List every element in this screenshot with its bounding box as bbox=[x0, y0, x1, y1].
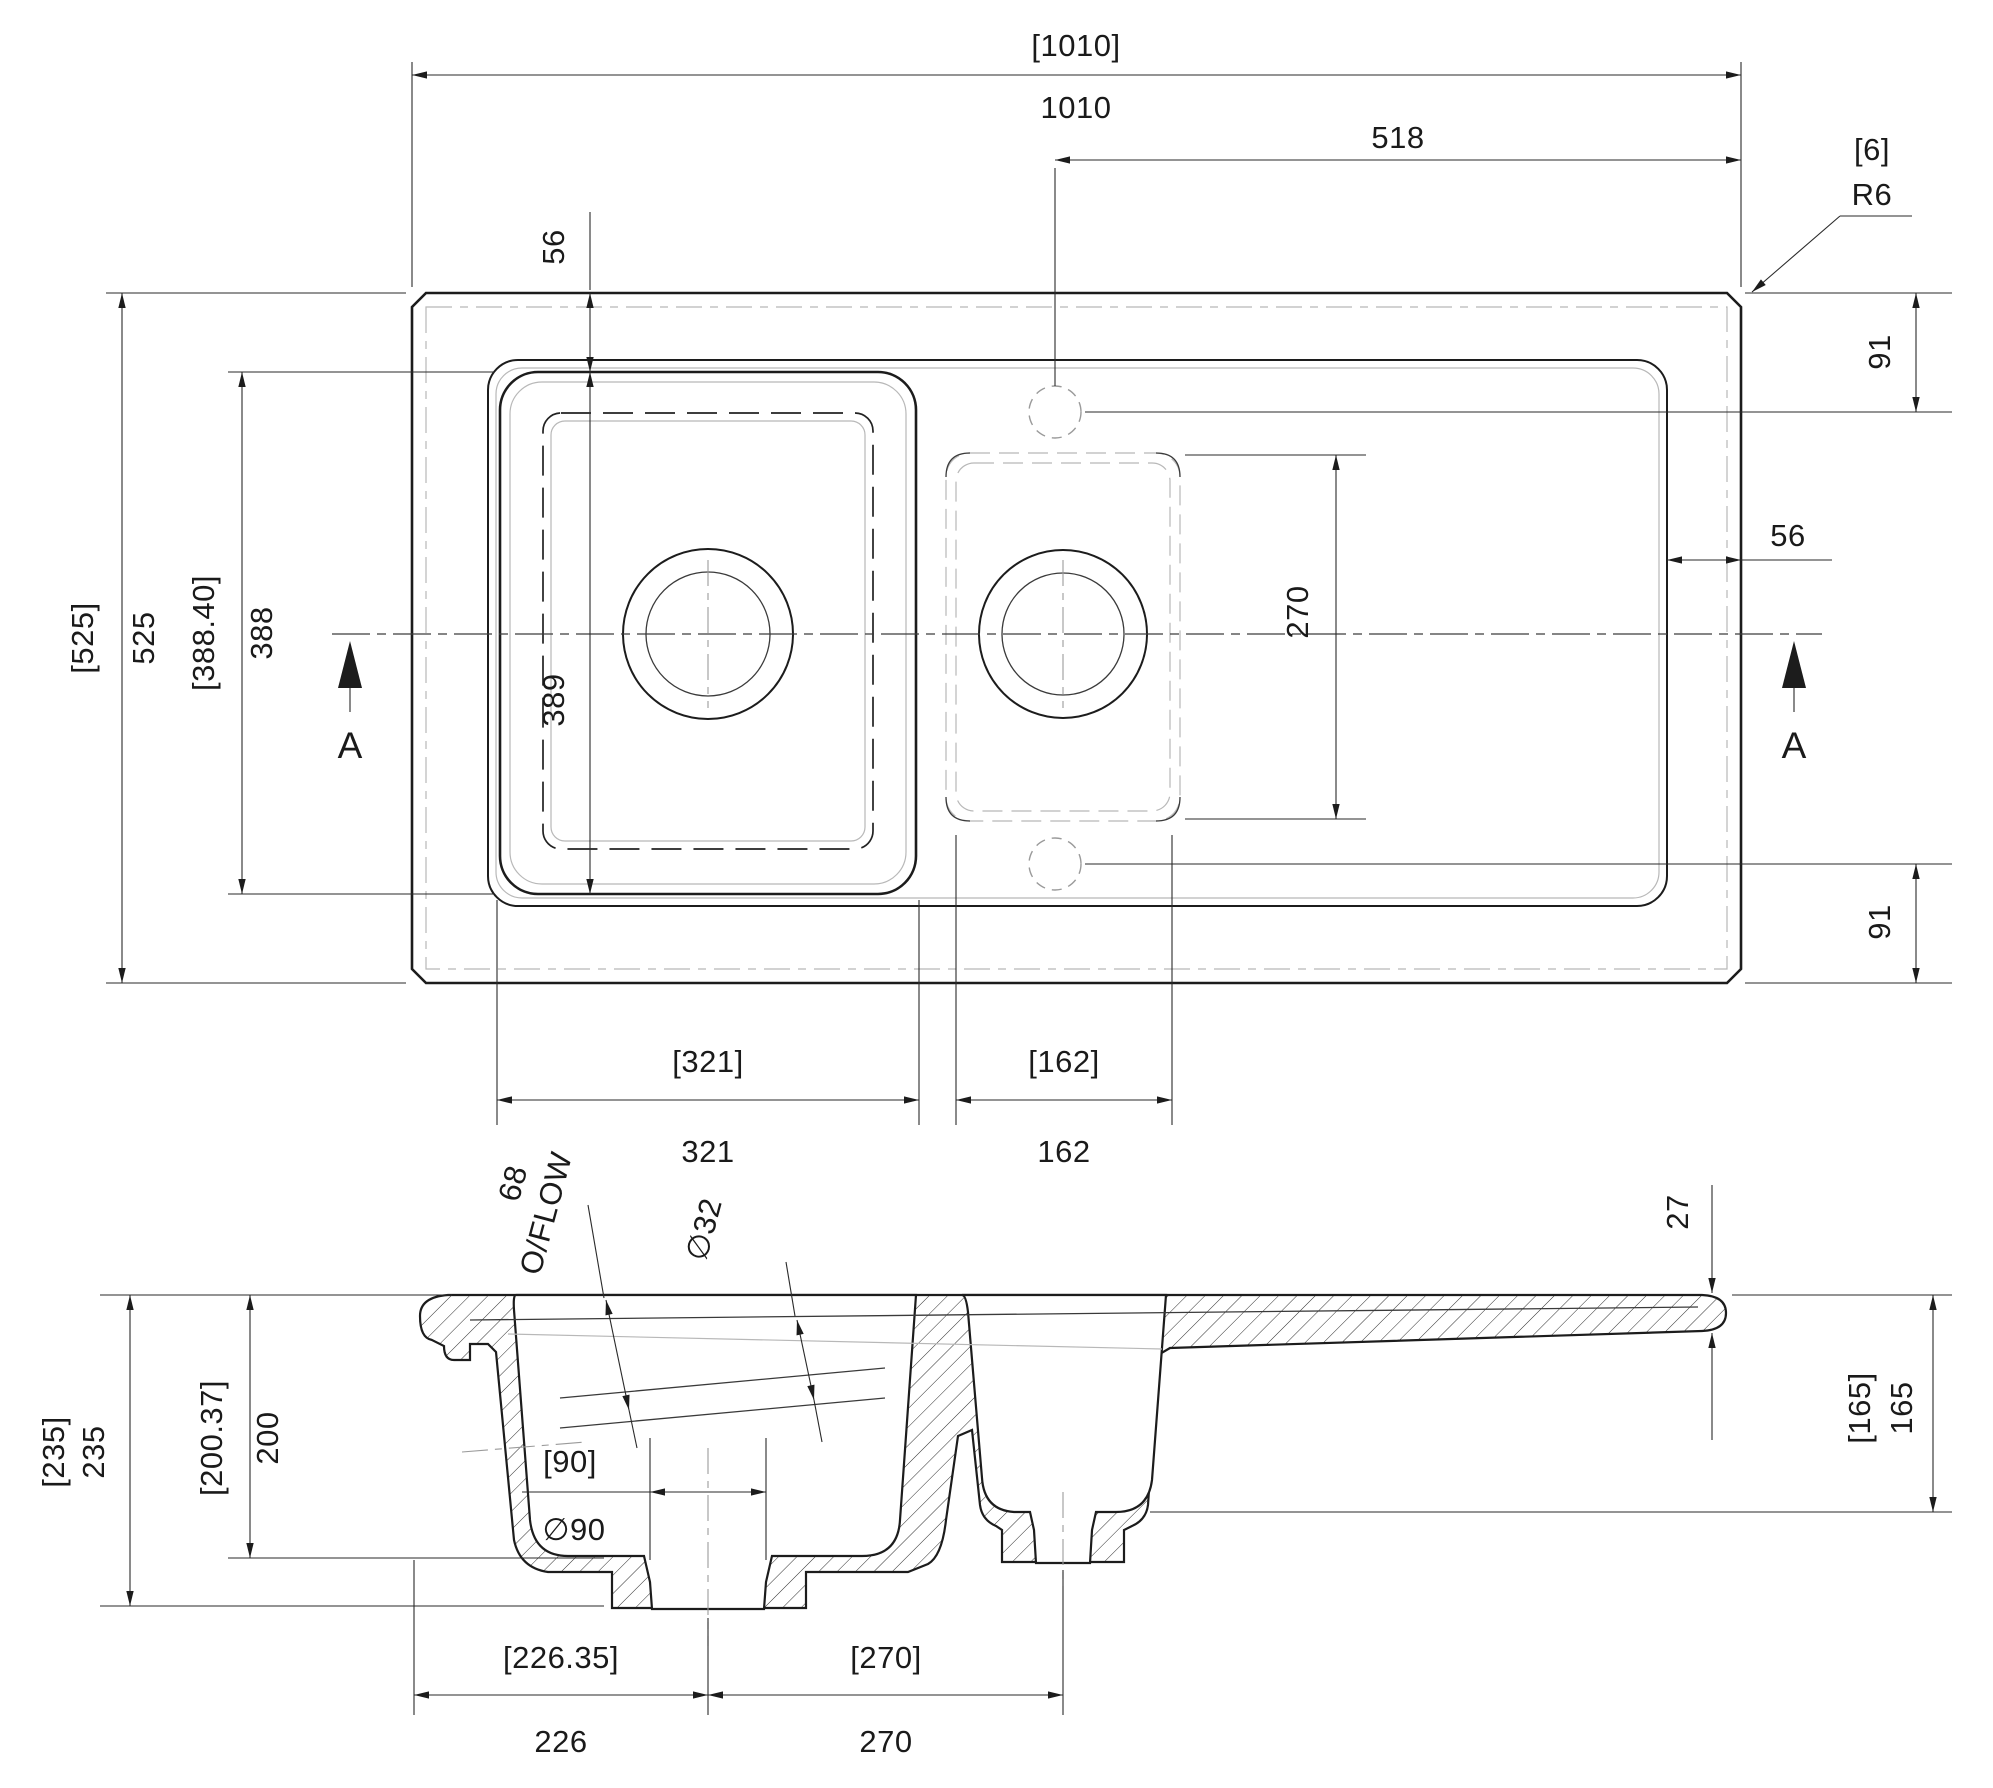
dim-edge-to-tap-top: 91 bbox=[1085, 292, 1952, 413]
dim-overall-depth: [525] 525 bbox=[65, 292, 406, 984]
dim-waste-to-waste-label: 270 bbox=[859, 1724, 912, 1759]
dim-left-to-waste: [226.35] 226 bbox=[413, 1560, 709, 1759]
dim-waste-to-waste-bracket-label: [270] bbox=[850, 1640, 921, 1675]
dim-overall-width-label: 1010 bbox=[1041, 90, 1112, 125]
section-marker-right-label: A bbox=[1782, 725, 1807, 766]
dim-corner-radius: [6] R6 bbox=[1751, 132, 1912, 293]
dim-overall-height: [235] 235 bbox=[36, 1294, 604, 1607]
dim-tap-to-edge: 518 bbox=[1054, 120, 1741, 386]
section-marker-left: A bbox=[338, 641, 363, 766]
dim-rim-top: 56 bbox=[536, 212, 594, 372]
dim-overall-width-bracket-label: [1010] bbox=[1031, 28, 1120, 63]
dim-edge-to-tap-top-label: 91 bbox=[1862, 334, 1897, 369]
dim-bowl-span-bracket-label: [388.40] bbox=[186, 575, 221, 691]
dim-bowl-depth-label: 200 bbox=[250, 1411, 285, 1464]
dim-half-bowl-length-label: 270 bbox=[1280, 585, 1315, 638]
corner-radius-label: R6 bbox=[1852, 177, 1893, 212]
dim-overflow-dia-label: ∅32 bbox=[679, 1194, 729, 1264]
dim-overall-width: [1010] 1010 bbox=[411, 28, 1742, 287]
dim-edge-thickness-label: 27 bbox=[1660, 1194, 1695, 1229]
overflow-slot-bottom bbox=[559, 1397, 886, 1429]
plan-outline bbox=[410, 291, 1743, 985]
dim-bowl-depth-bracket-label: [200.37] bbox=[194, 1380, 229, 1496]
plan-half-bowl bbox=[945, 452, 1181, 822]
dim-half-bowl-width-bracket-label: [162] bbox=[1028, 1044, 1099, 1079]
dim-edge-thickness: 27 bbox=[1660, 1185, 1716, 1440]
tap-hole-bottom bbox=[1028, 837, 1082, 891]
dim-half-bowl-depth-label: 165 bbox=[1884, 1381, 1919, 1434]
dim-overall-depth-label: 525 bbox=[126, 611, 161, 664]
dim-waste-to-waste: [270] 270 bbox=[708, 1570, 1064, 1759]
dim-tap-to-edge-label: 518 bbox=[1371, 120, 1424, 155]
dim-half-bowl-length: 270 bbox=[1185, 454, 1366, 820]
dim-bowl-span: [388.40] 388 bbox=[186, 371, 494, 895]
dim-bowl-width-bracket-label: [321] bbox=[672, 1044, 743, 1079]
dim-half-bowl-depth: [165] 165 bbox=[1150, 1294, 1952, 1513]
dim-overflow-label: 68 bbox=[491, 1162, 534, 1205]
dim-overall-height-label: 235 bbox=[76, 1425, 111, 1478]
dim-bowl-width-label: 321 bbox=[681, 1134, 734, 1169]
section-marker-left-label: A bbox=[338, 725, 363, 766]
dim-rim-right-label: 56 bbox=[1770, 518, 1805, 553]
section-marker-right: A bbox=[1782, 641, 1807, 766]
dim-overall-depth-bracket-label: [525] bbox=[65, 602, 100, 673]
tap-hole-top bbox=[1028, 385, 1082, 439]
dim-half-bowl-width: [162] 162 bbox=[955, 835, 1173, 1169]
dim-edge-to-tap-bottom-label: 91 bbox=[1862, 904, 1897, 939]
plan-view: [1010] 1010 518 [6] R6 91 56 bbox=[65, 28, 1952, 1169]
dim-bowl-width: [321] 321 bbox=[496, 900, 920, 1169]
dim-waste-dia-label: ∅90 bbox=[543, 1512, 606, 1547]
dim-bowl-inner: 389 bbox=[536, 372, 594, 894]
dim-left-to-waste-bracket-label: [226.35] bbox=[503, 1640, 619, 1675]
dim-waste-bracket-label: [90] bbox=[543, 1444, 597, 1479]
dim-half-bowl-width-label: 162 bbox=[1037, 1134, 1090, 1169]
dim-overall-height-bracket-label: [235] bbox=[36, 1416, 71, 1487]
dim-edge-to-tap-bottom: 91 bbox=[1085, 863, 1952, 984]
corner-radius-bracket-label: [6] bbox=[1854, 132, 1890, 167]
dim-bowl-depth: [200.37] 200 bbox=[194, 1295, 604, 1559]
dim-bowl-inner-label: 389 bbox=[536, 673, 571, 726]
dim-bowl-span-label: 388 bbox=[244, 606, 279, 659]
section-view: [235] 235 [200.37] 200 68 O/FLOW ∅32 27 bbox=[36, 1148, 1952, 1759]
dim-half-bowl-depth-bracket-label: [165] bbox=[1842, 1372, 1877, 1443]
dim-rim-top-label: 56 bbox=[536, 229, 571, 264]
dim-waste-dia: [90] ∅90 bbox=[522, 1438, 767, 1560]
dim-left-to-waste-label: 226 bbox=[534, 1724, 587, 1759]
dim-rim-right: 56 bbox=[1667, 518, 1832, 564]
